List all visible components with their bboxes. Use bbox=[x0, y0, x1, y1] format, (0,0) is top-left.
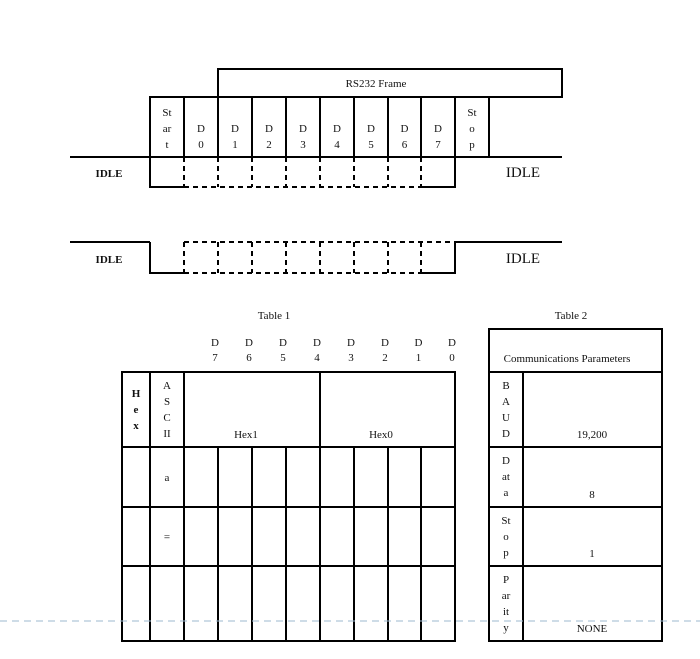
table-2-param-label: at bbox=[502, 471, 510, 483]
frame-bit-label: St bbox=[467, 107, 476, 119]
frame-bit-label: St bbox=[162, 107, 171, 119]
table-1-ascii-col-header: S bbox=[164, 396, 170, 408]
table-1-bit-header: 7 bbox=[212, 352, 218, 364]
table-1-bit-header: 3 bbox=[348, 352, 354, 364]
table-1-hex-col-header: H bbox=[132, 388, 141, 400]
table-2-param-label: B bbox=[502, 380, 509, 392]
frame-bit-label: D bbox=[367, 123, 375, 135]
table-1-hex1-label: Hex1 bbox=[234, 429, 258, 441]
table-2-title: Table 2 bbox=[555, 310, 588, 322]
table-2-param-label: it bbox=[503, 606, 509, 618]
table-2-border bbox=[488, 328, 663, 642]
table-1-ascii-cell: a bbox=[165, 472, 170, 484]
table-1-hex-col-header: e bbox=[134, 404, 139, 416]
table-2-param-label: A bbox=[502, 396, 510, 408]
frame-title: RS232 Frame bbox=[346, 78, 407, 90]
table-1-bit-header: D bbox=[448, 337, 456, 349]
table-2-grid bbox=[488, 328, 663, 642]
rs232-frame-diagram: RS232 Frame St ar t D 0 D 1 D 2 D 3 D 4 D 5 D 6 D 7 St op ID… bbox=[70, 68, 563, 188]
frame-bit-label: 7 bbox=[435, 139, 441, 151]
frame-bit-label: 1 bbox=[232, 139, 238, 151]
table-2-param-label: ar bbox=[502, 590, 511, 602]
frame-bit-label: 2 bbox=[266, 139, 272, 151]
table-1-bit-headers: D 7 D 6 D 5 D 4 D 3 D 2 D 1 D 0 bbox=[211, 337, 456, 364]
table-1-ascii-col-header: A bbox=[163, 380, 171, 392]
table-1-grid bbox=[121, 371, 456, 642]
table-1-ascii-cell: = bbox=[164, 532, 170, 544]
table-1-bit-header: 4 bbox=[314, 352, 320, 364]
table-1-hex0-label: Hex0 bbox=[369, 429, 393, 441]
table-2-header: Communications Parameters bbox=[504, 353, 631, 365]
frame-bit-label: D bbox=[197, 123, 205, 135]
table-2-param-label: P bbox=[503, 574, 509, 586]
frame-bit-label: 6 bbox=[402, 139, 408, 151]
table-2-param-value: NONE bbox=[577, 623, 608, 635]
table-1-bit-header: D bbox=[347, 337, 355, 349]
frame-bit-label: 0 bbox=[198, 139, 204, 151]
table-1-bit-header: D bbox=[211, 337, 219, 349]
table-1-ascii-col-header: C bbox=[163, 412, 170, 424]
table-1-bit-header: 5 bbox=[280, 352, 286, 364]
table-2-param-label: y bbox=[503, 622, 509, 634]
frame-bit-label: D bbox=[231, 123, 239, 135]
waveform-stop-edge bbox=[421, 157, 456, 188]
table-1-bit-header: 2 bbox=[382, 352, 388, 364]
waveform-start-edge bbox=[149, 157, 184, 188]
table-1-bit-header: D bbox=[313, 337, 321, 349]
table-1-bit-header: 6 bbox=[246, 352, 252, 364]
table-1-ascii-col-header: II bbox=[163, 428, 171, 440]
table-2-param-value: 1 bbox=[589, 548, 595, 560]
table-2-param-label: D bbox=[502, 428, 510, 440]
frame-bit-label: 3 bbox=[300, 139, 306, 151]
waveform-2-diagram: IDLE IDLE bbox=[70, 241, 562, 274]
table-1-title: Table 1 bbox=[258, 310, 291, 322]
frame-bit-label: D bbox=[299, 123, 307, 135]
idle-label-right-2: IDLE bbox=[506, 251, 540, 267]
table-1-bit-header: 1 bbox=[416, 352, 422, 364]
table-1-bit-header: D bbox=[415, 337, 423, 349]
idle-label-left: IDLE bbox=[96, 168, 123, 180]
table-1-bit-header: D bbox=[279, 337, 287, 349]
waveform-start-edge bbox=[149, 242, 184, 274]
frame-bit-label: D bbox=[401, 123, 409, 135]
frame-bit-label: 5 bbox=[368, 139, 374, 151]
frame-bit-headers: St ar t D 0 D 1 D 2 D 3 D 4 D 5 D 6 D 7 St op bbox=[149, 96, 490, 158]
frame-bit-label: 4 bbox=[334, 139, 340, 151]
table-2-param-value: 19,200 bbox=[577, 429, 608, 441]
frame-bit-label: D bbox=[434, 123, 442, 135]
table-2-param-label: p bbox=[503, 547, 509, 559]
frame-bit-label: D bbox=[333, 123, 341, 135]
waveform-stop-edge bbox=[421, 242, 456, 274]
waveform-2 bbox=[149, 241, 456, 274]
frame-bit-label: o bbox=[469, 123, 475, 135]
frame-bit-label: t bbox=[165, 139, 168, 151]
table-1-bit-header: 0 bbox=[449, 352, 455, 364]
table-1-hex-col-header: x bbox=[133, 420, 139, 432]
table-1-bit-header: D bbox=[245, 337, 253, 349]
table-1-column-headers: Hex ASC II bbox=[132, 380, 171, 440]
idle-label-left-2: IDLE bbox=[96, 254, 123, 266]
frame-bit-label: ar bbox=[163, 123, 172, 135]
table-1: Table 1 D 7 D 6 D 5 D 4 D 3 D 2 D 1 D 0 Hex1 Hex0 Hex AS… bbox=[121, 310, 456, 642]
table-2-param-value: 8 bbox=[589, 489, 595, 501]
table-2-param-label: D bbox=[502, 455, 510, 467]
table-2-param-label: o bbox=[503, 531, 509, 543]
frame-bit-label: p bbox=[469, 139, 475, 151]
waveform-1 bbox=[149, 156, 456, 188]
idle-label-right: IDLE bbox=[506, 165, 540, 181]
table-2-param-label: St bbox=[501, 515, 510, 527]
table-2-param-label: U bbox=[502, 412, 510, 424]
table-2-param-label: a bbox=[504, 487, 509, 499]
table-1-bit-header: D bbox=[381, 337, 389, 349]
frame-bit-label: D bbox=[265, 123, 273, 135]
table-1-rows: a= bbox=[164, 472, 170, 544]
